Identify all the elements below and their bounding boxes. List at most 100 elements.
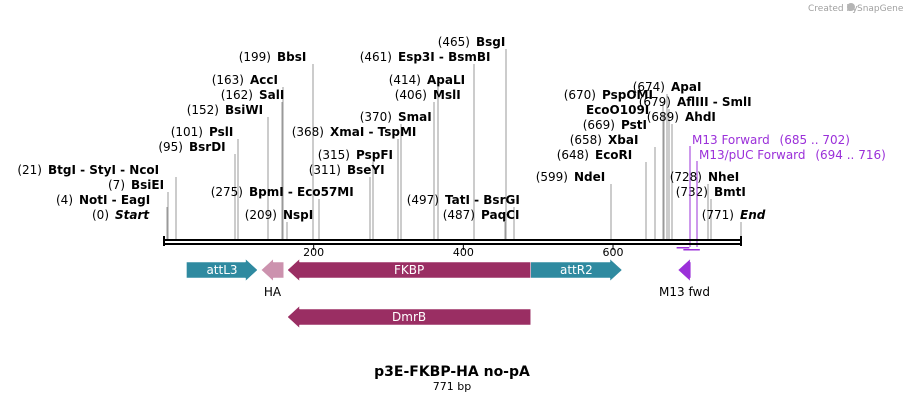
site-position: (497) (407, 193, 439, 207)
site-name: XmaI - TspMI (330, 125, 416, 139)
feature-label-ha: HA (264, 285, 282, 299)
site-label-ecori: (648) EcoRI (557, 148, 633, 162)
site-position: (7) (108, 178, 125, 192)
site-label-nhei: (728)NheI (670, 170, 739, 184)
feature-label-attr2: attR2 (560, 263, 593, 277)
site-label-tati-bsrgi: (497) TatI - BsrGI (407, 193, 520, 207)
site-name: PspFI (356, 148, 393, 162)
site-position: (4) (56, 193, 73, 207)
map-title: p3E-FKBP-HA no-pA (374, 364, 530, 380)
site-name: AhdI (685, 110, 716, 124)
site-position: (679) (639, 95, 671, 109)
snapgene-logo-icon (847, 3, 855, 11)
primer-label-m13-forward: M13 Forward (685 .. 702) (692, 133, 850, 147)
site-name: NdeI (574, 170, 605, 184)
site-name: PspOMI (602, 88, 653, 102)
site-position: (414) (389, 73, 421, 87)
site-position: (199) (239, 50, 271, 64)
site-position: (275) (211, 185, 243, 199)
site-name: Start (115, 208, 150, 222)
site-name: PstI (621, 118, 647, 132)
site-position: (162) (221, 88, 253, 102)
site-label-bmti: (732) BmtI (676, 185, 746, 199)
feature-m13-fwd (677, 258, 692, 282)
site-label-msli: (406)MslI (395, 88, 461, 102)
site-label-apali: (414)ApaLI (389, 73, 465, 87)
site-label-nspi: (209)NspI (245, 208, 314, 222)
site-name: TatI - BsrGI (445, 193, 520, 207)
site-position: (0) (92, 208, 109, 222)
feature-fkbp (287, 258, 531, 282)
site-position: (21) (17, 163, 42, 177)
site-lines (166, 49, 742, 239)
primer-range: (685 .. 702) (780, 133, 850, 147)
site-position: (163) (212, 73, 244, 87)
site-label-bsrdi: (95) BsrDI (158, 140, 225, 154)
site-name: SalI (259, 88, 284, 102)
site-position: (465) (438, 35, 470, 49)
credit-prefix: Created by (808, 4, 858, 14)
site-label-noti-eagi: (4) NotI - EagI (56, 193, 150, 207)
site-label-apai: (674)ApaI (633, 80, 702, 94)
site-name: BpmI - Eco57MI (249, 185, 354, 199)
site-position: (648) (557, 148, 589, 162)
site-labels: (0) Start (4) NotI - EagI(7)BsiEI(21)BtgI -… (17, 35, 765, 222)
feature-dmrb (287, 305, 531, 329)
site-position: (728) (670, 170, 702, 184)
site-position: (152) (187, 103, 219, 117)
primer-labels: M13 Forward (685 .. 702)M13/pUC Forward … (689, 133, 886, 247)
site-label-smai: (370) SmaI (360, 110, 432, 124)
site-name: Esp3I - BsmBI (398, 50, 490, 64)
site-label-bsiei: (7)BsiEI (108, 178, 164, 192)
site-name: XbaI (608, 133, 638, 147)
site-position: (368) (292, 125, 324, 139)
site-name: BsrDI (189, 140, 226, 154)
site-name: MslI (433, 88, 461, 102)
feature-label-m13-fwd: M13 fwd (659, 285, 710, 299)
site-position: (95) (158, 140, 183, 154)
site-label-ecoo109i: EcoO109I (586, 103, 649, 117)
feature-attr2 (530, 258, 623, 282)
site-name: End (740, 208, 766, 222)
site-label-bseyi: (311)BseYI (309, 163, 385, 177)
site-position: (658) (570, 133, 602, 147)
site-position: (599) (536, 170, 568, 184)
primer-name: M13/pUC Forward (699, 148, 809, 162)
map-subtitle: 771 bp (433, 380, 471, 393)
feature-label-fkbp: FKBP (394, 263, 424, 277)
site-label-bpmi-eco57mi: (275) BpmI - Eco57MI (211, 185, 354, 199)
site-position: (732) (676, 185, 708, 199)
site-name: EcoRI (595, 148, 632, 162)
ruler-tick-label-600: 600 (603, 246, 624, 259)
primer-label-m13-puc-forward: M13/pUC Forward (694 .. 716) (699, 148, 886, 162)
ruler-tick-label-400: 400 (453, 246, 474, 259)
credit-brand: SnapGene (857, 4, 904, 14)
site-label-psli: (101)PslI (171, 125, 234, 139)
primer-name: M13 Forward (692, 133, 774, 147)
primer-bar-m13-forward (676, 247, 690, 249)
site-name: BsgI (476, 35, 505, 49)
feature-attl3 (186, 258, 258, 282)
site-label-acci: (163)AccI (212, 73, 278, 87)
site-label-pspfi: (315)PspFI (318, 148, 393, 162)
site-label-ndei: (599) NdeI (536, 170, 606, 184)
site-name: NotI - EagI (79, 193, 150, 207)
site-name: BmtI (714, 185, 746, 199)
site-name: PslI (209, 125, 233, 139)
site-label-end: (771)End (702, 208, 766, 222)
site-label-xbai: (658) XbaI (570, 133, 639, 147)
site-name: SmaI (398, 110, 432, 124)
site-position: (370) (360, 110, 392, 124)
primer-bars (676, 247, 700, 251)
site-name: EcoO109I (586, 103, 649, 117)
site-label-psti: (669)PstI (583, 118, 647, 132)
site-label-bsgi: (465) BsgI (438, 35, 506, 49)
site-name: PaqCI (481, 208, 519, 222)
site-label-paqci: (487)PaqCI (443, 208, 520, 222)
site-position: (209) (245, 208, 277, 222)
site-label-btgi-styi-ncoi: (21)BtgI - StyI - NcoI (17, 163, 159, 177)
primer-range: (694 .. 716) (815, 148, 885, 162)
snapgene-credit: Created by SnapGene (808, 3, 904, 14)
site-label-ahdi: (689)AhdI (647, 110, 716, 124)
